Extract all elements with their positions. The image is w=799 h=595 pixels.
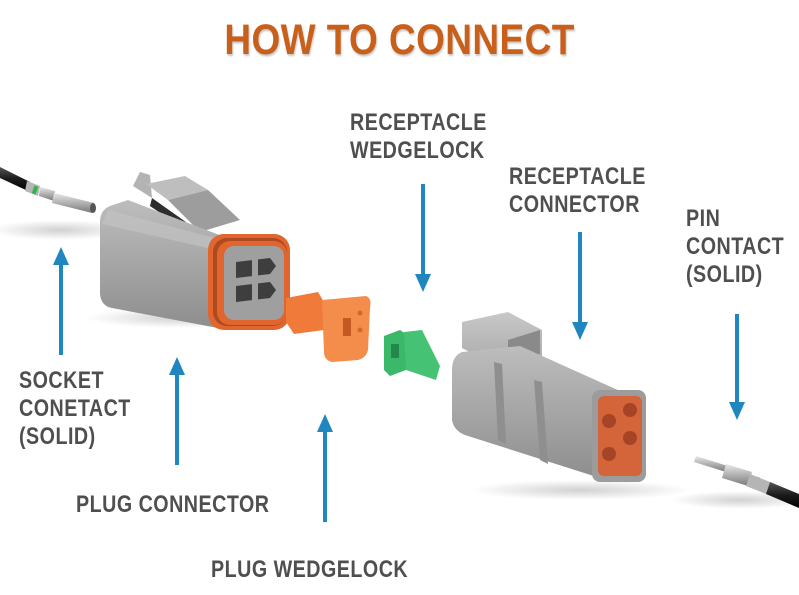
plug-body	[100, 200, 228, 328]
label-receptacle-wedgelock: RECEPTACLE WEDGELOCK	[350, 109, 487, 165]
socket-green-band	[31, 185, 39, 195]
receptacle-pin-hole	[623, 431, 637, 445]
plug-wedgelock-stem	[286, 292, 324, 334]
plug-wedgelock-window	[343, 318, 351, 336]
plug-connector	[85, 172, 290, 330]
receptacle-pin-hole	[602, 414, 616, 428]
label-socket-contact: SOCKET CONETACT (SOLID)	[19, 367, 131, 451]
socket-barrel	[39, 187, 55, 201]
socket-wire	[0, 167, 30, 191]
label-line: CONTACT	[686, 233, 785, 260]
pin-shaft	[694, 456, 728, 472]
label-line: PLUG WEDGELOCK	[211, 556, 409, 583]
socket-tube	[52, 193, 94, 213]
label-line: (SOLID)	[686, 261, 763, 288]
plug-wedgelock-hole	[357, 310, 363, 316]
pin-contact-arrow	[729, 314, 745, 420]
receptacle-wedgelock-window	[391, 344, 399, 358]
plug-wedgelock	[286, 292, 371, 362]
label-line: RECEPTACLE	[509, 163, 646, 190]
plug-latch-arm	[168, 190, 240, 232]
label-line: WEDGELOCK	[350, 137, 485, 164]
socket-contact-shadow	[0, 220, 130, 240]
plug-connector-arrow	[169, 357, 185, 465]
socket-contact-arrow	[53, 247, 69, 355]
pin-wire	[766, 482, 799, 508]
receptacle-connector-arrow	[572, 232, 588, 340]
receptacle-pin-hole	[623, 403, 637, 417]
receptacle-connector	[452, 312, 690, 500]
receptacle-seam	[534, 380, 548, 464]
pin-contact-shadow	[670, 491, 799, 509]
pin-crimp	[746, 474, 770, 494]
page-title: HOW TO CONNECT	[224, 16, 575, 64]
receptacle-pin-hole	[602, 447, 616, 461]
label-pin-contact: PIN CONTACT (SOLID)	[686, 205, 784, 289]
label-plug-wedgelock: PLUG WEDGELOCK	[211, 556, 408, 584]
label-line: PLUG CONNECTOR	[76, 491, 270, 518]
receptacle-wedgelock	[384, 330, 440, 380]
pin-barrel	[722, 464, 752, 486]
receptacle-seam	[494, 362, 506, 444]
plug-latch-post	[133, 172, 152, 198]
label-line: PIN	[686, 205, 721, 232]
label-line: CONETACT	[19, 395, 131, 422]
pin-contact	[670, 456, 799, 509]
label-plug-connector: PLUG CONNECTOR	[76, 491, 269, 519]
plug-cavity-divider	[252, 256, 258, 304]
label-receptacle-connector: RECEPTACLE CONNECTOR	[509, 163, 646, 219]
plug-latch-top	[146, 176, 208, 200]
label-line: CONNECTOR	[509, 191, 640, 218]
label-line: (SOLID)	[19, 423, 96, 450]
socket-tip	[90, 203, 96, 213]
plug-wedgelock-hole	[357, 327, 363, 333]
receptacle-wedgelock-blade	[404, 330, 440, 380]
plug-wedgelock-arrow	[317, 414, 333, 522]
receptacle-wedgelock-arrow	[415, 184, 431, 292]
plug-body-highlight	[102, 210, 225, 252]
receptacle-shadow	[470, 480, 690, 500]
label-line: RECEPTACLE	[350, 109, 487, 136]
label-line: SOCKET	[19, 367, 104, 394]
socket-contact	[0, 167, 130, 240]
